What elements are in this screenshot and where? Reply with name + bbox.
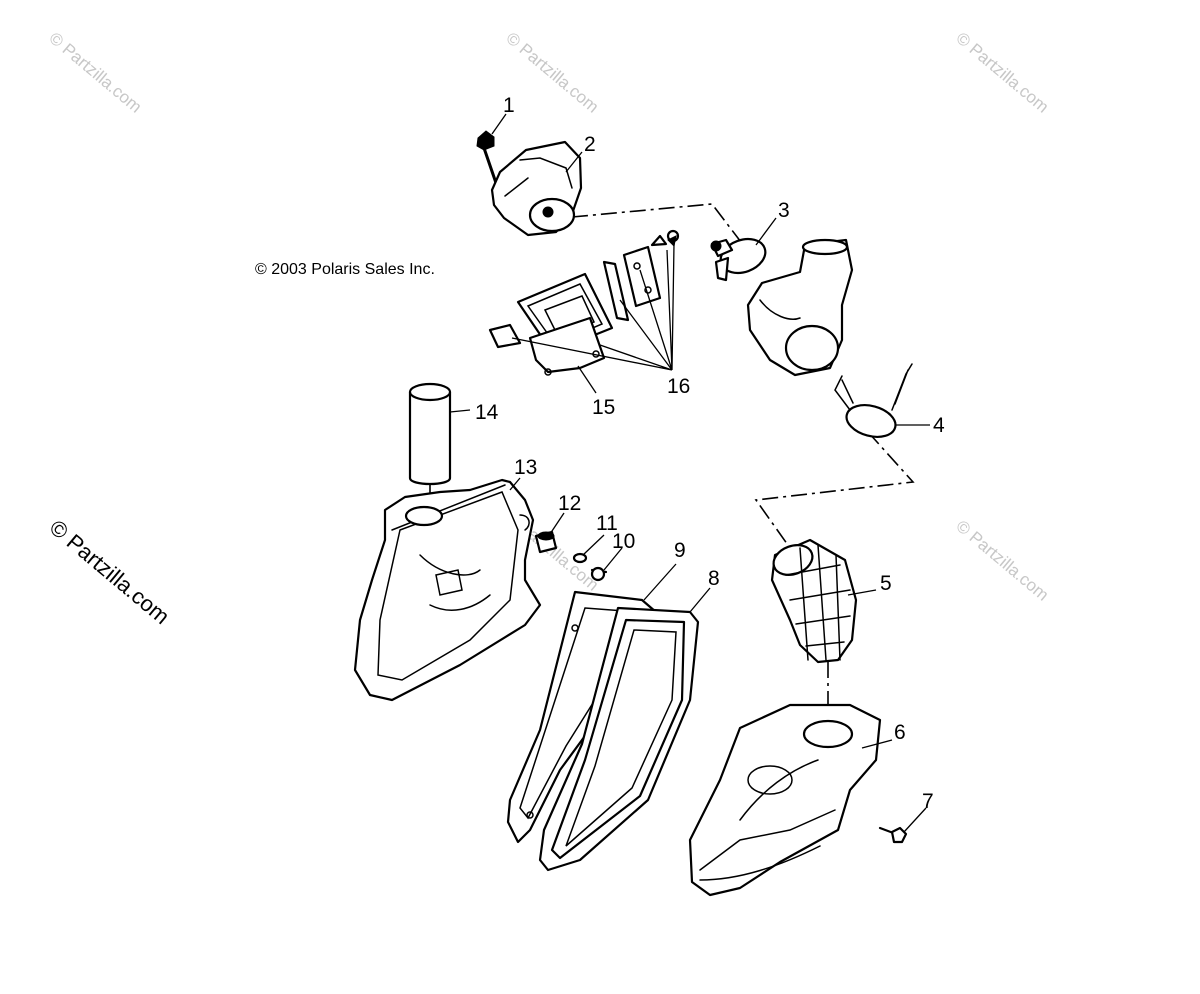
watermark: © Partzilla.com: [502, 29, 602, 117]
reed-cage-part-15: [516, 272, 614, 376]
leader-line: [565, 151, 583, 173]
leader-line: [643, 563, 677, 601]
washer-part-11: [572, 552, 588, 564]
leader-line: [689, 587, 711, 613]
callout-12: 12: [558, 492, 581, 515]
callout-11: 11: [596, 512, 618, 535]
callout-16: 16: [667, 375, 690, 398]
leader-line: [861, 739, 893, 749]
leader-line: [755, 217, 777, 246]
callout-5: 5: [880, 572, 892, 595]
lower-airbox-part-6: [688, 703, 882, 897]
leader-line: [903, 807, 927, 833]
watermark: © Partzilla.com: [952, 517, 1052, 605]
callout-2: 2: [584, 133, 596, 156]
airbox-housing-part-13: [353, 478, 542, 702]
screw-part-7: [878, 826, 908, 844]
callout-6: 6: [894, 721, 906, 744]
intake-manifold: [746, 238, 854, 377]
assembly-line: [754, 431, 915, 549]
bolt-part-1: [476, 130, 498, 185]
callout-10: 10: [612, 530, 635, 553]
filter-frame-part-8: [538, 606, 700, 872]
watermark: © Partzilla.com: [952, 29, 1052, 117]
leader-line: [511, 243, 675, 371]
leader-line: [847, 589, 877, 596]
leader-line: [577, 365, 597, 394]
callout-13: 13: [514, 456, 537, 479]
leader-line: [449, 409, 471, 413]
callout-3: 3: [778, 199, 790, 222]
callout-8: 8: [708, 567, 720, 590]
grommet-part-12: [534, 530, 558, 554]
leader-line: [509, 477, 521, 491]
clamp-part-3: [710, 237, 767, 282]
callout-15: 15: [592, 396, 615, 419]
screw-part-10: [590, 566, 608, 582]
hose-clamp-part-4: [834, 363, 913, 438]
callout-7: 7: [922, 790, 934, 813]
callout-4: 4: [933, 414, 945, 437]
leader-line: [549, 512, 565, 535]
callout-14: 14: [475, 401, 499, 424]
throttle-body-part-2: [490, 140, 583, 237]
leader-line: [491, 113, 507, 135]
watermark: © Partzilla.com: [45, 515, 175, 629]
leader-line: [582, 534, 605, 556]
watermark: © Partzilla.com: [45, 29, 145, 117]
assembly-line: [571, 203, 745, 247]
filter-tube-part-14: [408, 382, 452, 486]
intake-boot-part-5: [770, 538, 858, 664]
callout-9: 9: [674, 539, 686, 562]
copyright-text: © 2003 Polaris Sales Inc.: [255, 261, 435, 278]
leader-line: [603, 547, 623, 571]
callout-1: 1: [503, 94, 515, 117]
